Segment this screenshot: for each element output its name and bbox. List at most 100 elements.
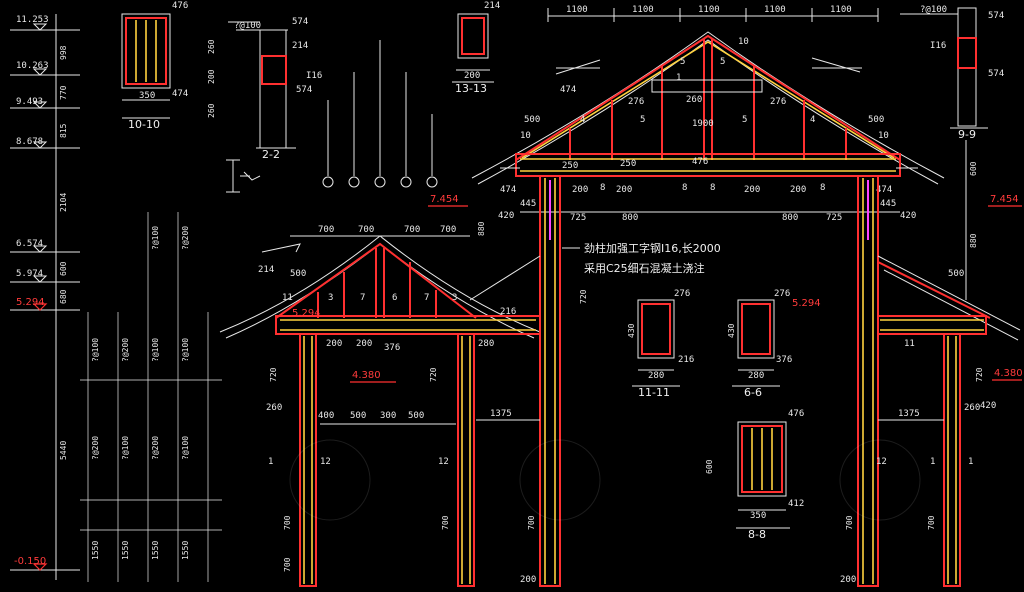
elev-7454-right: 7.454 [990,194,1019,205]
section-number-8: 8 [820,183,825,193]
dim-240: 260 [207,39,216,54]
elev-9493: 9.493 [16,97,43,107]
dim-574c: 574 [988,11,1004,21]
dim-500: 500 [524,115,540,125]
i-beam-detail [226,159,261,193]
section-number-10: 10 [878,131,889,141]
section-number-7: 7 [360,293,365,303]
dim-260: 260 [964,403,980,413]
dim-200: 200 [464,71,480,81]
dim-274: 276 [628,97,644,107]
label-i16b: I16 [930,41,946,51]
section-10-10: 350 476 474 10-10 [121,1,188,131]
rebar-label: ?@100 [920,5,947,15]
section-number-11: 11 [282,293,293,303]
rebar-label: ?@100 [121,436,130,460]
section-number-3: 3 [452,293,457,303]
section-number-4: 4 [580,115,585,125]
rebar-label: ?@100 [181,436,190,460]
note-line-2: 采用C25细石混凝土浇注 [584,261,705,275]
section-label-13-13: 13-13 [455,82,487,95]
elev-minus0150: -0.150 [14,556,46,567]
dim-700: 700 [318,225,334,235]
section-number-6: 6 [392,293,397,303]
note-line-1: 劲柱加强工字钢I16,长2000 [584,241,721,255]
dim-600: 600 [705,459,714,474]
left-lower-roof: 700 700 700 700 214 500 11 3 7 6 7 3 [219,225,541,339]
section-2-2: ?@100 574 214 I16 574 260 200 260 2-2 [207,17,322,161]
dim-880: 880 [969,233,978,248]
dim-420: 420 [980,401,996,411]
dim-288: 280 [648,371,664,381]
dim-720: 720 [975,367,984,382]
dim-1100: 1100 [566,5,588,15]
dim-350: 350 [750,511,766,521]
elev-6574: 6.574 [16,239,43,249]
dim-725: 725 [826,213,842,223]
left-elevation-axis: 11.253 10.263 9.493 8.678 6.574 5.974 5.… [10,14,80,580]
dim-240: 260 [207,103,216,118]
section-number-8: 8 [600,183,605,193]
section-number-2: 12 [438,457,449,467]
dim-260: 260 [266,403,282,413]
dim-376: 376 [384,343,400,353]
section-11-11: 280 276 216 430 11-11 [627,289,694,399]
dim-445: 445 [520,199,536,209]
section-label-8-8: 8-8 [748,528,766,541]
dim-500: 500 [290,269,306,279]
dim-500: 500 [350,411,366,421]
label-i16: I16 [306,71,322,81]
section-number-5: 5 [742,115,747,125]
section-label-10-10: 10-10 [128,118,160,131]
faint-watermark [289,439,921,521]
elev-5974: 5.974 [16,269,43,279]
dim-400: 400 [318,411,334,421]
dim-476: 476 [692,157,708,167]
dim-430: 430 [627,323,636,338]
dim-100: 200 [572,185,588,195]
top-dimension-row: 1100 1100 1100 1100 1100 [547,5,879,22]
dim-700: 700 [404,225,420,235]
rebar-label: ?@100 [91,338,100,362]
secondary-columns: 4.380 4.380 720 720 720 260 260 420 1 12… [266,333,1023,587]
elev-5294-mid: 5.294 [792,298,821,309]
section-9-9: ?@100 574 574 I16 9-9 [900,5,1004,141]
dim-100: 200 [790,185,806,195]
dim-680: 680 [59,289,68,304]
dim-700: 700 [283,557,292,572]
dim-300: 300 [380,411,396,421]
section-number-3: 3 [328,293,333,303]
section-number-5: 5 [720,57,725,67]
main-columns: 200 200 [520,175,879,587]
section-number-2: 12 [876,457,887,467]
elev-7454-left: 7.454 [430,194,459,205]
section-6-6: 280 276 376 430 5.294 6-6 [727,289,821,399]
left-lower-beam: 200 200 376 280 216 5.294 [275,307,541,353]
rebar-label: ?@100 [181,338,190,362]
column-bases [322,40,438,188]
rebar-label: ?@100 [151,338,160,362]
dim-430: 430 [727,323,736,338]
dim-700: 700 [927,515,936,530]
dim-100: 200 [326,339,342,349]
section-13-13: 200 214 13-13 [452,1,500,95]
rebar-label: ?@200 [151,436,160,460]
dim-214: 214 [258,265,274,275]
dim-474: 474 [876,185,892,195]
section-number-2: 12 [320,457,331,467]
dim-720: 720 [579,289,588,304]
section-label-6-6: 6-6 [744,386,762,399]
dim-474: 474 [500,185,516,195]
dim-216: 216 [678,355,694,365]
dim-225: 200 [840,575,856,585]
elev-8678: 8.678 [16,137,43,147]
construction-note: 劲柱加强工字钢I16,长2000 采用C25细石混凝土浇注 [562,241,721,275]
section-number-5: 5 [640,115,645,125]
dim-214: 214 [484,1,500,11]
section-number-7: 7 [424,293,429,303]
section-number-1: 1 [268,457,273,467]
section-number-8: 8 [682,183,687,193]
section-number-11: 11 [904,339,915,349]
dim-500: 500 [868,115,884,125]
dim-1375: 1375 [490,409,512,419]
